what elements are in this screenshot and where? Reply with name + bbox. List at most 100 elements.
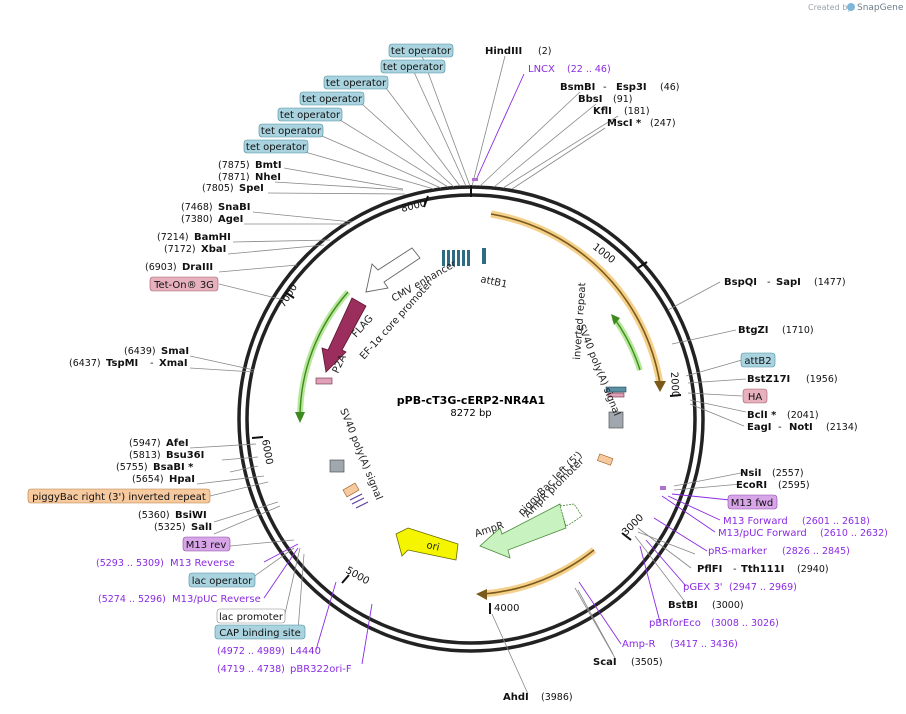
tet-operator-cluster	[442, 250, 470, 266]
credit-brand: SnapGene	[857, 3, 904, 13]
feature-lac-promoter: lac promoter	[219, 612, 284, 623]
site-bstbi-pos: (3000)	[712, 600, 744, 611]
primer-m13-reverse-pos: (5293 .. 5309)	[96, 558, 164, 569]
site-xmai: XmaI	[159, 358, 188, 369]
primer-m13puc-rev: M13/pUC Reverse	[172, 594, 261, 605]
site-bmti: BmtI	[255, 160, 282, 171]
site-bbsi: BbsI	[578, 94, 602, 105]
site-bspqi-pos: (1477)	[814, 277, 846, 288]
site-eagi-pos: (2134)	[826, 422, 858, 433]
site-nhei: NheI	[255, 172, 281, 183]
site-bamhi-pos: (7214)	[157, 232, 189, 243]
green-feature-arcs	[295, 290, 643, 423]
snapgene-logo-icon	[847, 3, 855, 11]
site-bsabi-pos: (5755)	[116, 462, 148, 473]
backbone	[237, 185, 705, 653]
primer-pgex-pos: (2947 .. 2969)	[729, 582, 797, 593]
orange-feature-arcs	[476, 210, 666, 600]
primer-amp-r-pos: (3417 .. 3436)	[670, 639, 738, 650]
leader-lines	[189, 55, 747, 695]
lac-cluster	[349, 493, 369, 509]
site-sali-pos: (5325)	[154, 522, 186, 533]
feature-piggybac-right: piggyBac right (3') inverted repeat	[32, 492, 206, 503]
dash-3: -	[733, 564, 737, 575]
site-ecori-pos: (2595)	[778, 480, 810, 491]
site-hpai-pos: (5654)	[132, 474, 164, 485]
label-sv40-left: SV40 poly(A) signal	[337, 407, 384, 502]
ha-box	[742, 388, 768, 404]
site-draiii-pos: (6903)	[145, 262, 177, 273]
tet-operator-1: tet operator	[391, 46, 452, 57]
credit-created-by: Created by	[808, 3, 852, 12]
site-bstz17i-pos: (1956)	[806, 374, 838, 385]
site-bamhi: BamHI	[194, 232, 231, 243]
primer-pbrforeco: pBRforEco	[649, 618, 701, 629]
site-bbsi-pos: (91)	[613, 94, 633, 105]
site-bspqi: BspQI	[724, 277, 757, 288]
primer-pbr322-pos: (4719 .. 4738)	[217, 664, 285, 675]
primer-lncx: LNCX	[528, 64, 555, 75]
tet-operator-labels: tet operator tet operator tet operator t…	[243, 43, 454, 154]
site-ahdi: AhdI	[503, 692, 529, 703]
feature-ha: HA	[748, 392, 763, 403]
site-spei-pos: (7805)	[202, 183, 234, 194]
primer-m13puc-fwd-pos: (2610 .. 2632)	[820, 528, 888, 539]
m13-fwd-box	[727, 494, 778, 510]
tet-operator-4: tet operator	[302, 94, 363, 105]
site-kfli-pos: (181)	[624, 106, 650, 117]
site-noti: NotI	[789, 422, 813, 433]
tet-operator-2: tet operator	[383, 62, 444, 73]
primer-m13-reverse: M13 Reverse	[170, 558, 235, 569]
site-btgzi-pos: (1710)	[782, 325, 814, 336]
dash-4: -	[778, 422, 782, 433]
site-nhei-pos: (7871)	[218, 172, 250, 183]
site-bsiwi-pos: (5360)	[138, 510, 170, 521]
site-btgzi: BtgZI	[738, 325, 769, 336]
primer-pbrforeco-pos: (3008 .. 3026)	[711, 618, 779, 629]
tet-operator-3: tet operator	[326, 78, 387, 89]
m13-rev-box	[182, 536, 231, 552]
primer-m13-forward: M13 Forward	[723, 516, 788, 527]
site-hpai: HpaI	[169, 474, 195, 485]
ori-feature-arrow	[395, 527, 459, 561]
site-agei: AgeI	[218, 214, 243, 225]
primer-leaders	[263, 73, 731, 665]
site-bcli: BclI *	[747, 410, 777, 421]
site-tspmi: TspMI	[106, 358, 138, 369]
lac-promoter-box	[216, 608, 286, 624]
site-scai-pos: (3505)	[631, 657, 663, 668]
dash-2: -	[150, 358, 154, 369]
tick-2000: 2000	[668, 372, 680, 398]
site-msci-pos: (247)	[650, 118, 676, 129]
plasmid-name: pPB-cT3G-cERP2-NR4A1	[397, 394, 545, 407]
tet-operator-5: tet operator	[280, 110, 341, 121]
site-nsii-pos: (2557)	[772, 468, 804, 479]
feature-attb2: attB2	[744, 356, 771, 367]
tet-on-box	[149, 276, 219, 292]
primer-m13puc-rev-pos: (5274 .. 5296)	[98, 594, 166, 605]
site-bsmbi: BsmBI	[560, 82, 595, 93]
tet-operator-6: tet operator	[261, 126, 322, 137]
label-inverted-repeat: inverted repeat	[572, 282, 588, 360]
primer-l4440: L4440	[290, 646, 321, 657]
feature-tet-on: Tet-On® 3G	[153, 280, 214, 291]
site-eagi: EagI	[747, 422, 771, 433]
site-smai-pos: (6439)	[124, 346, 156, 357]
ampr-promoter-arrow	[559, 503, 583, 527]
site-bstz17i: BstZ17I	[747, 374, 790, 385]
site-tth111i: Tth111I	[741, 564, 784, 575]
piggybac-right-box	[342, 482, 360, 498]
site-xbai-pos: (7172)	[164, 244, 196, 255]
feature-m13-rev: M13 rev	[186, 540, 227, 551]
attb1-feature	[482, 248, 486, 264]
plasmid-size: 8272 bp	[450, 408, 491, 419]
cmv-feature-arrow	[365, 247, 421, 293]
feature-cap-binding-site: CAP binding site	[219, 628, 301, 639]
site-spei: SpeI	[239, 183, 264, 194]
primer-m13puc-fwd: M13/pUC Forward	[718, 528, 807, 539]
site-bsmbi-pos: (46)	[660, 82, 680, 93]
piggybac-right-label-box	[27, 488, 211, 504]
site-sapi: SapI	[776, 277, 801, 288]
primer-pbr322: pBR322ori-F	[290, 664, 352, 675]
